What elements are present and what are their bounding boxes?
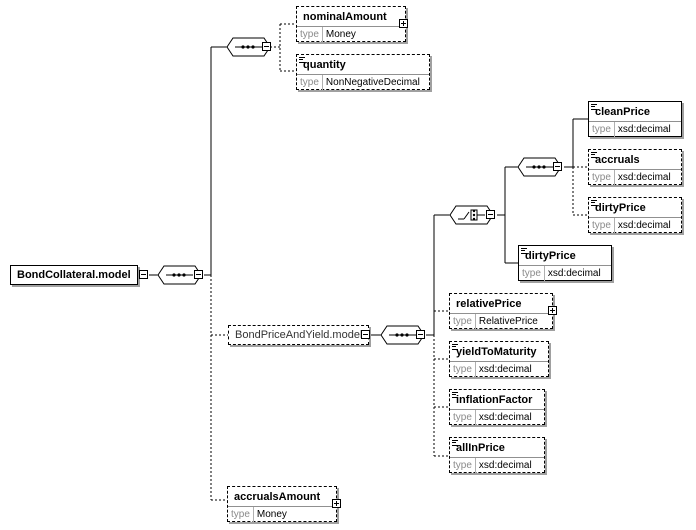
price-sequence-collapse-icon[interactable] [416,330,425,339]
dirty-price-name: dirtyPrice [525,250,576,262]
dirty-price-type: xsd:decimal [547,268,601,279]
bond-price-and-yield-model-label: BondPriceAndYield.model [235,329,363,341]
dirty-price-inner-type: xsd:decimal [617,220,671,231]
accruals-amount-expand-icon[interactable] [332,499,341,508]
type-label: type [450,410,476,425]
clean-price-type: xsd:decimal [617,124,671,135]
nominal-amount-type: Money [325,29,356,40]
inflation-factor-type: xsd:decimal [478,412,532,423]
documentation-icon [521,248,527,254]
documentation-icon [452,392,458,398]
relative-price-type: RelativePrice [478,316,538,327]
inflation-factor-name: inflationFactor [456,394,533,406]
root-sequence-collapse-icon[interactable] [194,270,203,279]
top-sequence-compositor [227,37,271,57]
accruals-name: accruals [595,154,640,166]
documentation-icon [299,57,305,63]
type-label: type [297,27,323,42]
type-label: type [589,218,615,233]
yield-to-maturity-name: yieldToMaturity [456,346,537,358]
quantity-type: NonNegativeDecimal [325,77,420,88]
nominal-amount-expand-icon[interactable] [399,19,408,28]
documentation-icon [452,344,458,350]
all-in-price-name: allInPrice [456,442,505,454]
bond-price-and-yield-collapse-icon[interactable] [361,330,370,339]
all-in-price-type: xsd:decimal [478,460,532,471]
type-label: type [519,266,545,281]
nominal-amount-name: nominalAmount [303,11,387,23]
bond-collateral-model-label: BondCollateral.model [17,269,131,281]
documentation-icon [591,200,597,206]
accruals-amount-name: accrualsAmount [234,491,321,503]
documentation-icon [591,104,597,110]
accruals-type: xsd:decimal [617,172,671,183]
price-sequence-compositor [381,325,425,345]
relative-price-expand-icon[interactable] [548,306,557,315]
price-components-sequence-compositor [518,157,562,177]
bond-collateral-collapse-icon[interactable] [139,270,148,279]
top-sequence-collapse-icon[interactable] [262,42,271,51]
dirty-price-inner-name: dirtyPrice [595,202,646,214]
documentation-icon [452,440,458,446]
clean-price-name: cleanPrice [595,106,651,118]
choice-compositor [450,205,494,225]
accruals-amount-type: Money [256,509,287,520]
bond-collateral-model-group[interactable]: BondCollateral.model [10,265,138,285]
type-label: type [228,507,254,522]
type-label: type [589,170,615,185]
price-components-collapse-icon[interactable] [553,162,562,171]
root-sequence-compositor [158,265,202,285]
choice-collapse-icon[interactable] [486,210,495,219]
type-label: type [297,75,323,90]
quantity-name: quantity [303,59,346,71]
bond-price-and-yield-model-group[interactable]: BondPriceAndYield.model [228,325,370,345]
type-label: type [450,458,476,473]
documentation-icon [591,152,597,158]
type-label: type [589,122,615,137]
type-label: type [450,314,476,329]
relative-price-name: relativePrice [456,298,522,310]
type-label: type [450,362,476,377]
yield-to-maturity-type: xsd:decimal [478,364,532,375]
